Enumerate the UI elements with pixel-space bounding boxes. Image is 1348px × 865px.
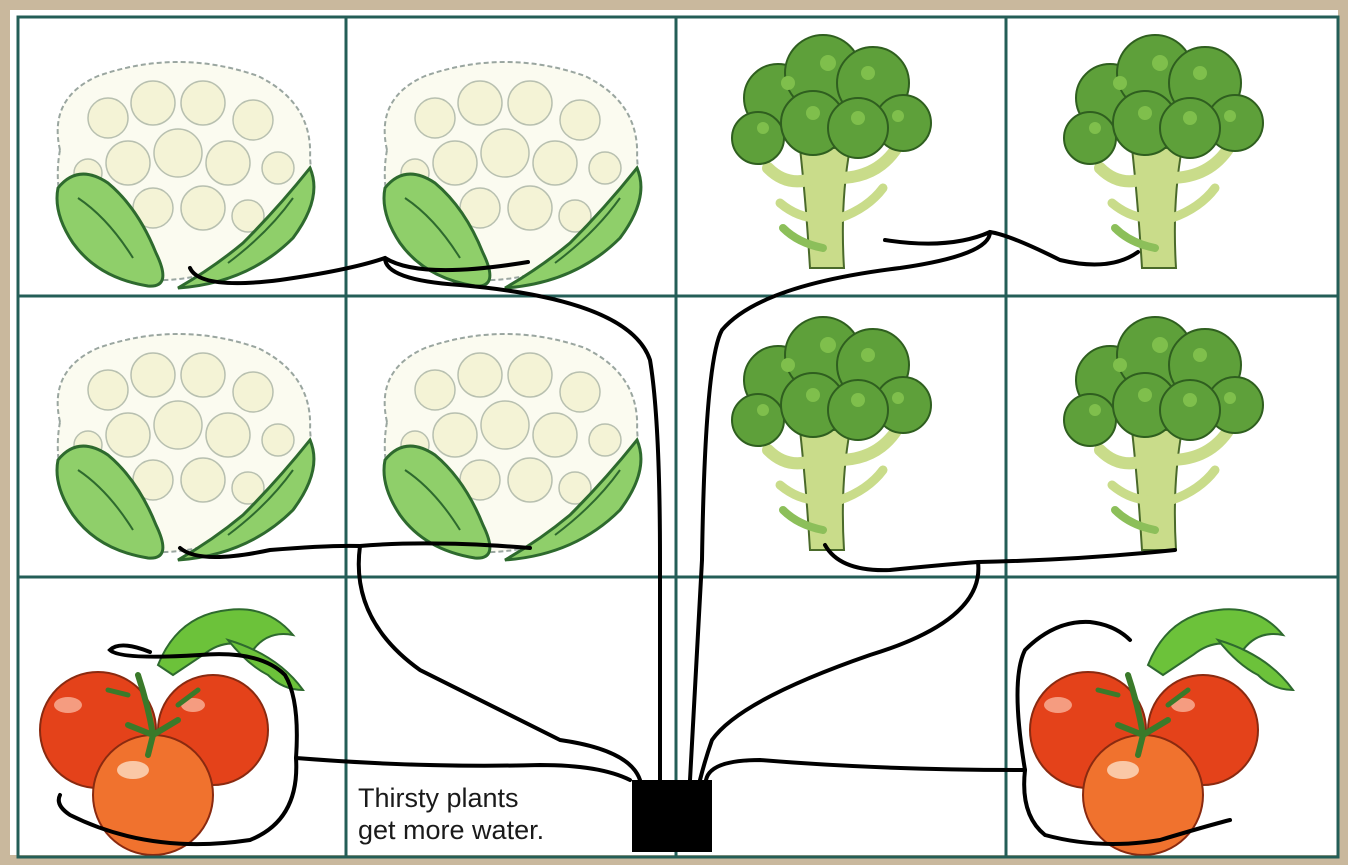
broccoli-icon xyxy=(1064,317,1263,550)
broccoli-icon xyxy=(1064,35,1263,268)
cauliflower-icon xyxy=(57,62,314,288)
caption-line-2: get more water. xyxy=(358,814,544,846)
tomato-icon xyxy=(1030,609,1293,855)
broccoli-icon xyxy=(732,35,931,268)
cauliflower-icon xyxy=(384,62,641,288)
cauliflower-icon xyxy=(384,334,641,560)
cauliflower-icon xyxy=(57,334,314,560)
caption-line-1: Thirsty plants xyxy=(358,782,544,814)
broccoli-icon xyxy=(732,317,931,550)
water-manifold-icon xyxy=(632,780,712,852)
caption: Thirsty plants get more water. xyxy=(358,782,544,846)
